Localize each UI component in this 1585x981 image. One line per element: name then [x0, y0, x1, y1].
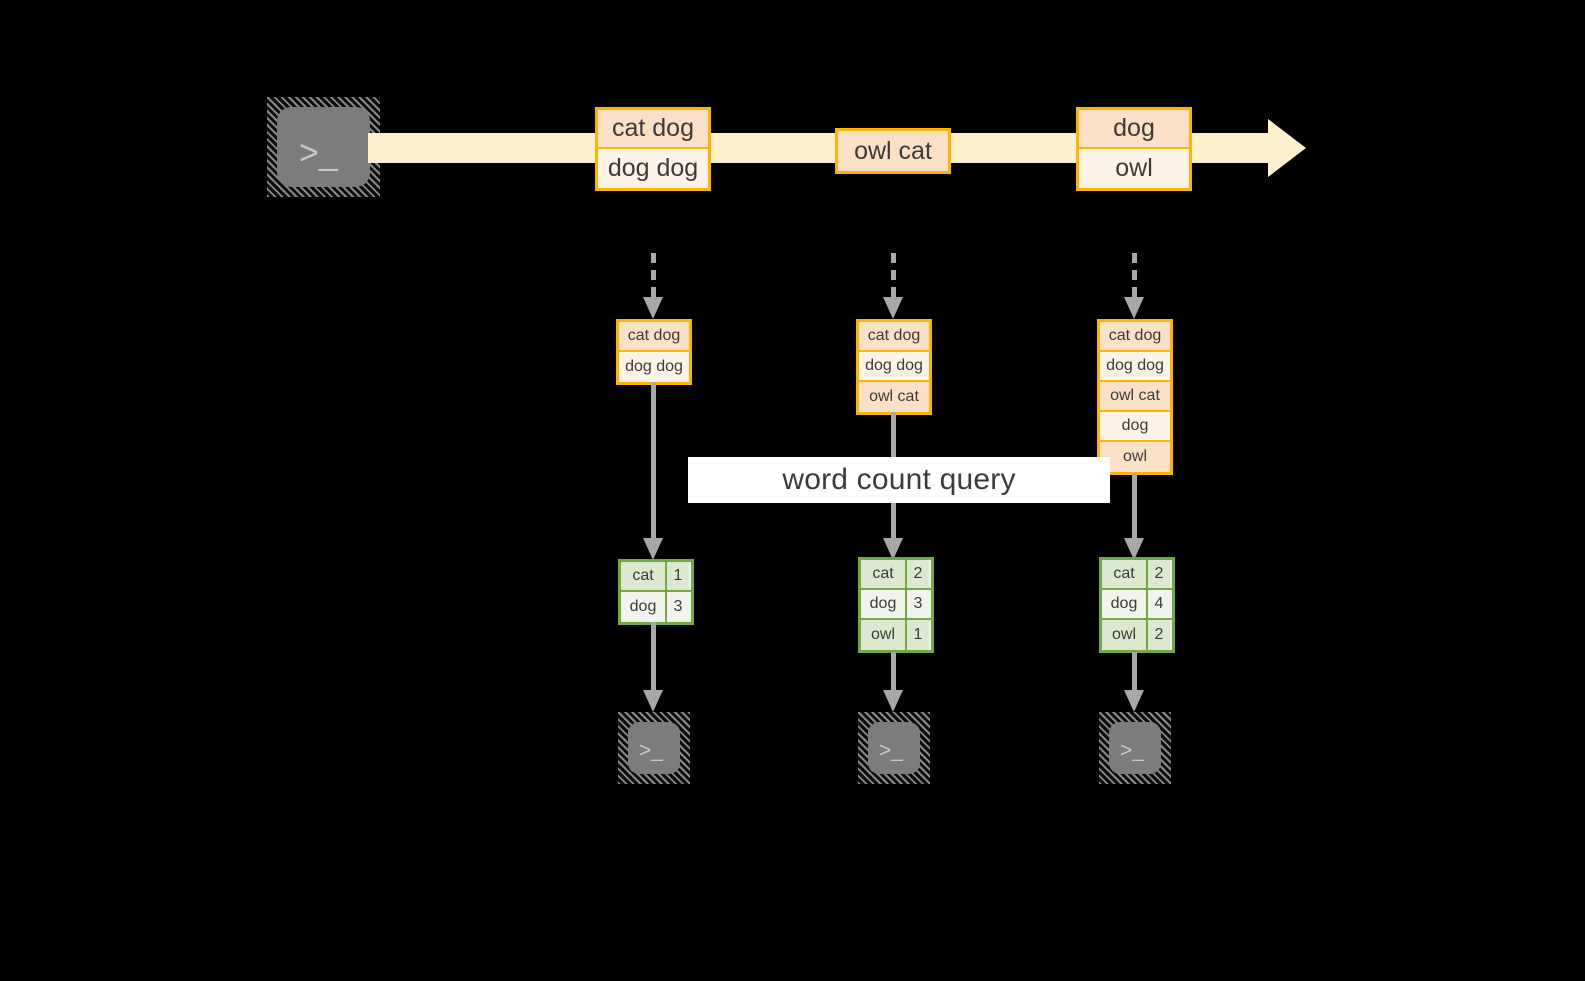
table-row: dog dog — [1100, 352, 1170, 382]
count-value: 2 — [1148, 560, 1170, 588]
record-text: dog dog — [1106, 357, 1164, 374]
count-word: owl — [1102, 620, 1148, 650]
record-text: cat dog — [627, 327, 681, 344]
stream-batch-3-row: owl — [1079, 149, 1189, 188]
table-row: dog 3 — [861, 590, 931, 620]
count-value: 1 — [667, 562, 689, 590]
terminal-prompt-label: >_ — [1120, 739, 1144, 762]
table-row: owl cat — [859, 382, 929, 412]
record-text: dog dog — [607, 154, 699, 182]
table-row: owl cat — [1100, 382, 1170, 412]
count-value: 3 — [667, 592, 689, 622]
record-text: owl cat — [869, 388, 919, 405]
record-text: dog — [1121, 417, 1149, 434]
terminal-screen: >_ — [868, 722, 920, 774]
snapshot-3-tap-arrow — [1124, 253, 1144, 319]
terminal-screen: >_ — [1109, 722, 1161, 774]
terminal-prompt-label: >_ — [879, 739, 903, 762]
table-row: dog dog — [619, 352, 689, 382]
terminal-prompt-label: >_ — [299, 134, 338, 172]
snapshot-2-tap-arrow — [883, 253, 903, 319]
stream-arrow-head — [1268, 119, 1306, 177]
terminal-screen: >_ — [277, 107, 370, 187]
stream-batch-3[interactable]: dog owl — [1076, 107, 1192, 191]
stream-batch-1[interactable]: cat dog dog dog — [595, 107, 711, 191]
table-row: dog 3 — [621, 592, 691, 622]
count-value: 4 — [1148, 590, 1170, 618]
record-text: dog dog — [625, 358, 683, 375]
terminal-screen: >_ — [628, 722, 680, 774]
record-text: cat dog — [867, 327, 921, 344]
record-text: owl — [1122, 448, 1147, 465]
table-row: cat dog — [1100, 322, 1170, 352]
count-value: 2 — [1148, 620, 1170, 650]
table-row: cat dog — [619, 322, 689, 352]
stream-batch-2-row: owl cat — [838, 131, 948, 171]
snapshot-1-tap-arrow — [643, 253, 663, 319]
stream-batch-1-row: cat dog — [598, 110, 708, 149]
count-word: cat — [621, 562, 667, 590]
snapshot-2-input-table[interactable]: cat dog dog dog owl cat — [856, 319, 932, 415]
snapshot-3-input-table[interactable]: cat dog dog dog owl cat dog owl — [1097, 319, 1173, 475]
record-text: owl cat — [1110, 387, 1160, 404]
count-value: 2 — [907, 560, 929, 588]
query-label: word count query — [782, 463, 1016, 496]
table-row: dog 4 — [1102, 590, 1172, 620]
count-word: dog — [861, 590, 907, 618]
table-row: dog — [1100, 412, 1170, 442]
snapshot-2-count-table[interactable]: cat 2 dog 3 owl 1 — [858, 557, 934, 653]
snapshot-1-input-table[interactable]: cat dog dog dog — [616, 319, 692, 385]
record-text: cat dog — [1108, 327, 1162, 344]
count-word: cat — [1102, 560, 1148, 588]
count-word: cat — [861, 560, 907, 588]
table-row: cat 1 — [621, 562, 691, 592]
record-text: dog dog — [865, 357, 923, 374]
snapshot-3-count-table[interactable]: cat 2 dog 4 owl 2 — [1099, 557, 1175, 653]
snapshot-3-sink-terminal-icon[interactable]: >_ — [1099, 712, 1171, 784]
snapshot-3-query-arrow — [1124, 473, 1144, 562]
table-row: cat dog — [859, 322, 929, 352]
record-text: cat dog — [611, 114, 694, 142]
table-row: owl 1 — [861, 620, 931, 650]
query-label-band: word count query — [688, 457, 1110, 503]
count-value: 1 — [907, 620, 929, 650]
snapshot-1-sink-arrow — [643, 622, 663, 714]
stream-batch-3-row: dog — [1079, 110, 1189, 149]
table-row: cat 2 — [1102, 560, 1172, 590]
table-row: cat 2 — [861, 560, 931, 590]
count-word: owl — [861, 620, 907, 650]
count-word: dog — [1102, 590, 1148, 618]
table-row: owl — [1100, 442, 1170, 472]
count-word: dog — [621, 592, 667, 622]
snapshot-1-count-table[interactable]: cat 1 dog 3 — [618, 559, 694, 625]
snapshot-2-sink-terminal-icon[interactable]: >_ — [858, 712, 930, 784]
record-text: dog — [1113, 114, 1155, 142]
snapshot-1-query-arrow — [643, 382, 663, 562]
stream-batch-1-row: dog dog — [598, 149, 708, 188]
snapshot-2-sink-arrow — [883, 652, 903, 714]
terminal-prompt-label: >_ — [639, 739, 663, 762]
table-row: owl 2 — [1102, 620, 1172, 650]
snapshot-1-sink-terminal-icon[interactable]: >_ — [618, 712, 690, 784]
snapshot-3-sink-arrow — [1124, 652, 1144, 714]
source-terminal-icon[interactable]: >_ — [267, 97, 380, 197]
count-value: 3 — [907, 590, 929, 618]
record-text: owl — [1115, 154, 1153, 182]
stream-batch-2[interactable]: owl cat — [835, 128, 951, 174]
table-row: dog dog — [859, 352, 929, 382]
record-text: owl cat — [854, 136, 932, 165]
